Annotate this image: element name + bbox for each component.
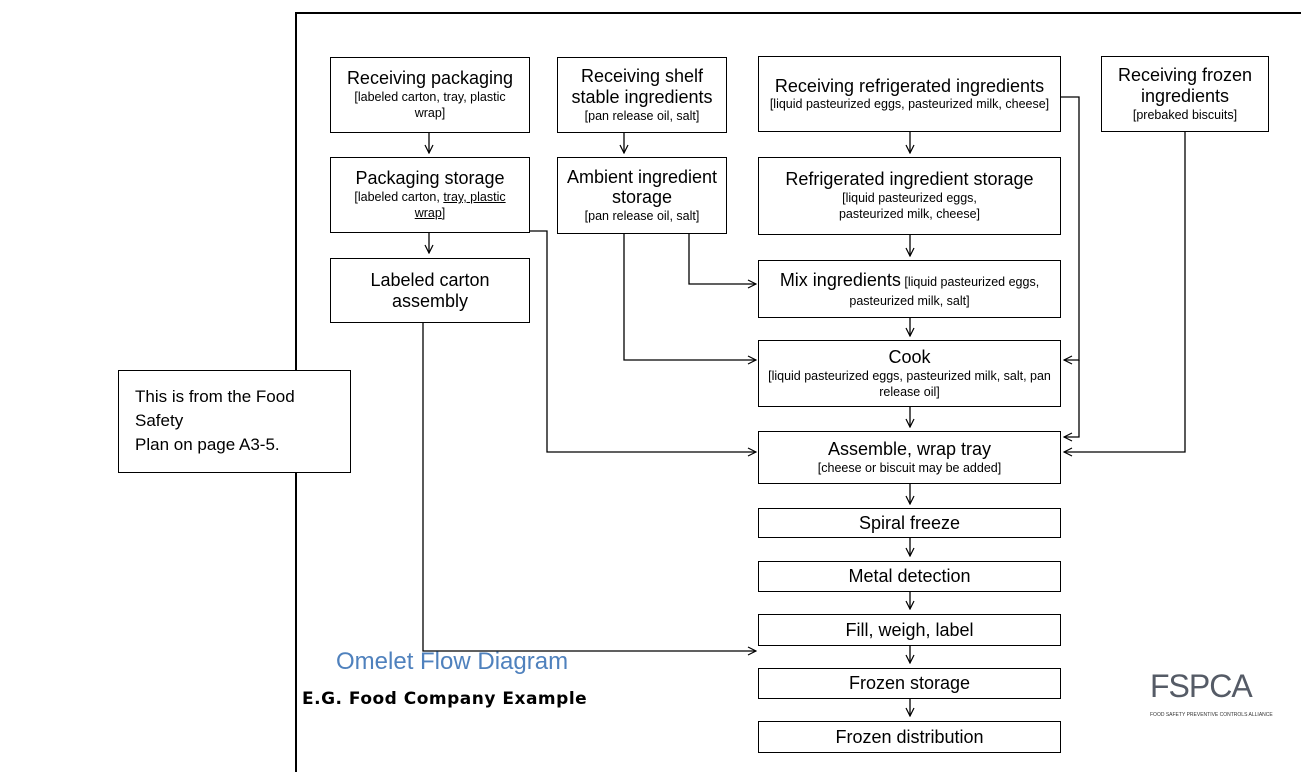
callout-line-2: Plan on page A3-5.	[135, 434, 280, 454]
step-detail: [liquid pasteurized eggs, pasteurized mi…	[849, 275, 1040, 308]
logo-tagline: FOOD SAFETY PREVENTIVE CONTROLS ALLIANCE	[1150, 712, 1273, 718]
step-title: Fill, weigh, label	[845, 619, 974, 640]
step-title: Receiving frozen ingredients	[1117, 65, 1253, 106]
step-detail: [liquid pasteurized eggs, pasteurized mi…	[769, 97, 1050, 112]
callout-line-1: This is from the Food Safety	[135, 387, 295, 430]
step-title: Ambient ingredient storage	[566, 166, 718, 208]
diagram-subtitle: E.G. Food Company Example	[302, 689, 588, 709]
step-title: Refrigerated ingredient storage	[785, 169, 1034, 190]
step-detail: [liquid pasteurized eggs, pasteurized mi…	[838, 191, 981, 222]
arrow-refrigerated-to-assemble	[1064, 360, 1080, 437]
step-detail: [liquid pasteurized eggs, pasteurized mi…	[768, 368, 1051, 399]
step-title: Packaging storage	[355, 168, 505, 189]
step-fill-weigh-label: Fill, weigh, label	[758, 614, 1061, 646]
arrow-frozen-to-assemble	[1064, 132, 1186, 452]
step-receiving-packaging: Receiving packaging [labeled carton, tra…	[330, 57, 530, 133]
step-assemble-wrap-tray: Assemble, wrap tray [cheese or biscuit m…	[758, 431, 1061, 484]
step-title: Assemble, wrap tray	[827, 439, 992, 460]
step-title: Cook	[888, 346, 931, 367]
step-title: Receiving packaging	[346, 68, 514, 89]
step-frozen-distribution: Frozen distribution	[758, 721, 1061, 753]
arrow-carton-to-fill	[422, 323, 756, 651]
callout-note: This is from the Food Safety Plan on pag…	[118, 370, 351, 473]
step-detail: [pan release oil, salt]	[584, 209, 700, 224]
step-title: Receiving shelf stable ingredients	[571, 66, 713, 107]
step-packaging-storage: Packaging storage [labeled carton, tray,…	[330, 157, 530, 233]
step-metal-detection: Metal detection	[758, 561, 1061, 592]
step-receiving-frozen: Receiving frozen ingredients [prebaked b…	[1101, 56, 1269, 132]
step-receiving-refrigerated: Receiving refrigerated ingredients [liqu…	[758, 56, 1061, 132]
step-mix-ingredients: Mix ingredients [liquid pasteurized eggs…	[758, 260, 1061, 318]
step-title: Frozen storage	[848, 673, 971, 694]
step-detail: [cheese or biscuit may be added]	[817, 460, 1002, 475]
step-detail: [prebaked biscuits]	[1132, 107, 1238, 122]
fspca-logo: FSPCA FOOD SAFETY PREVENTIVE CONTROLS AL…	[1150, 668, 1273, 728]
step-detail: [labeled carton, tray, plastic wrap]	[354, 190, 506, 221]
step-labeled-carton-assembly: Labeled carton assembly	[330, 258, 530, 323]
step-title: Mix ingredients	[779, 270, 901, 291]
arrow-packaging-to-assemble	[530, 230, 756, 452]
logo-text: FSPCA	[1150, 668, 1253, 704]
step-cook: Cook [liquid pasteurized eggs, pasteuriz…	[758, 340, 1061, 407]
step-title: Frozen distribution	[835, 726, 984, 747]
step-ambient-storage: Ambient ingredient storage [pan release …	[557, 157, 727, 234]
step-title: Spiral freeze	[858, 512, 961, 533]
arrow-ambient-to-cook	[623, 234, 756, 360]
step-detail: [pan release oil, salt]	[584, 108, 700, 123]
step-detail: [labeled carton, tray, plastic wrap]	[354, 90, 506, 121]
step-title: Labeled carton assembly	[370, 269, 490, 311]
step-title: Receiving refrigerated ingredients	[774, 75, 1045, 96]
arrow-ambient-to-mix	[688, 234, 756, 284]
step-spiral-freeze: Spiral freeze	[758, 508, 1061, 538]
step-frozen-storage: Frozen storage	[758, 668, 1061, 699]
step-text: Mix ingredients [liquid pasteurized eggs…	[762, 269, 1058, 309]
step-title: Metal detection	[848, 566, 971, 587]
step-refrigerated-storage: Refrigerated ingredient storage [liquid …	[758, 157, 1061, 235]
diagram-title: Omelet Flow Diagram	[336, 648, 569, 675]
step-receiving-shelf-stable: Receiving shelf stable ingredients [pan …	[557, 57, 727, 133]
arrow-refrigerated-to-cook	[1061, 96, 1080, 360]
